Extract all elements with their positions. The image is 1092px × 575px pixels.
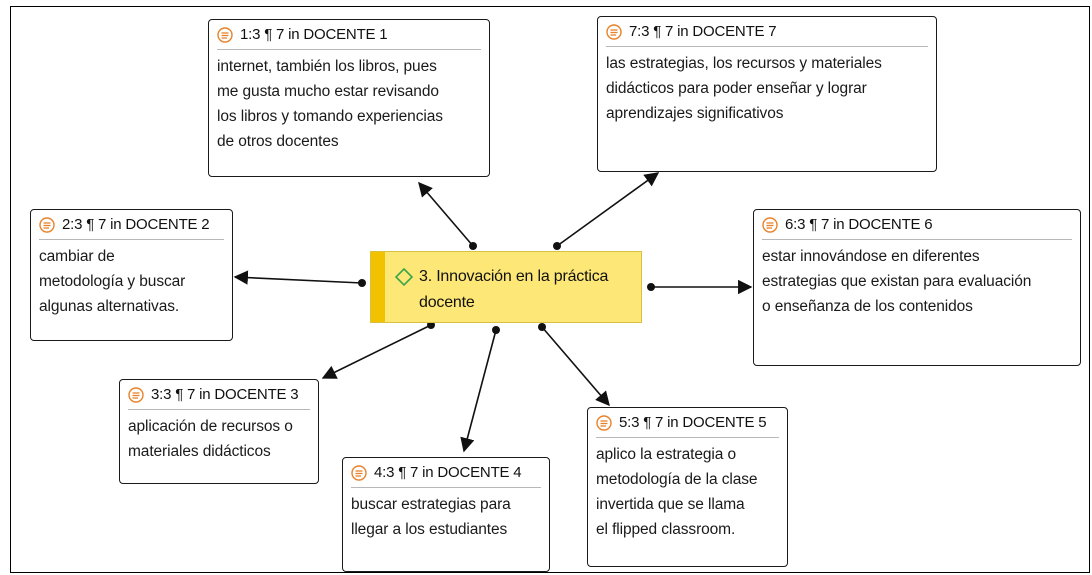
quote-header: 5:3 ¶ 7 in DOCENTE 5 bbox=[596, 414, 779, 438]
diagram-canvas bbox=[10, 6, 1090, 573]
quote-title: 4:3 ¶ 7 in DOCENTE 4 bbox=[374, 464, 522, 481]
quote-text: cambiar de metodología y buscar algunas … bbox=[39, 248, 186, 315]
quote-title: 3:3 ¶ 7 in DOCENTE 3 bbox=[151, 386, 299, 403]
link-q1 bbox=[418, 181, 474, 247]
quotation-icon bbox=[128, 386, 144, 403]
code-node-bar bbox=[371, 252, 385, 322]
quote-title: 1:3 ¶ 7 in DOCENTE 1 bbox=[240, 26, 388, 43]
link-q4 bbox=[460, 329, 497, 453]
quote-header: 4:3 ¶ 7 in DOCENTE 4 bbox=[351, 464, 541, 488]
link-dot bbox=[358, 279, 366, 287]
quotation-icon bbox=[351, 464, 367, 481]
code-node[interactable]: 3. Innovación en la práctica docente bbox=[370, 251, 642, 323]
link-q2 bbox=[233, 270, 363, 285]
quote-node-6[interactable]: 6:3 ¶ 7 in DOCENTE 6 estar innovándose e… bbox=[753, 209, 1081, 366]
code-label: 3. Innovación en la práctica docente bbox=[419, 268, 609, 311]
quote-text: aplico la estrategia o metodología de la… bbox=[596, 446, 758, 538]
quote-text: las estrategias, los recursos y material… bbox=[606, 55, 882, 122]
quote-title: 7:3 ¶ 7 in DOCENTE 7 bbox=[629, 23, 777, 40]
quote-header: 3:3 ¶ 7 in DOCENTE 3 bbox=[128, 386, 310, 410]
quote-node-1[interactable]: 1:3 ¶ 7 in DOCENTE 1 internet, también l… bbox=[208, 19, 490, 177]
link-q7 bbox=[556, 172, 660, 247]
link-dot bbox=[538, 323, 546, 331]
quote-text: internet, también los libros, pues me gu… bbox=[217, 58, 443, 150]
quote-text: aplicación de recursos o materiales didá… bbox=[128, 418, 293, 460]
link-dot bbox=[492, 326, 500, 334]
quote-node-5[interactable]: 5:3 ¶ 7 in DOCENTE 5 aplico la estrategi… bbox=[587, 407, 788, 567]
quote-title: 6:3 ¶ 7 in DOCENTE 6 bbox=[785, 216, 933, 233]
link-dot bbox=[553, 242, 561, 250]
quote-node-7[interactable]: 7:3 ¶ 7 in DOCENTE 7 las estrategias, lo… bbox=[597, 16, 937, 172]
quote-title: 2:3 ¶ 7 in DOCENTE 2 bbox=[62, 216, 210, 233]
quote-node-4[interactable]: 4:3 ¶ 7 in DOCENTE 4 buscar estrategias … bbox=[342, 457, 550, 572]
link-q3 bbox=[321, 324, 432, 379]
quote-header: 1:3 ¶ 7 in DOCENTE 1 bbox=[217, 26, 481, 50]
quotation-icon bbox=[762, 216, 778, 233]
quote-header: 2:3 ¶ 7 in DOCENTE 2 bbox=[39, 216, 224, 240]
quote-title: 5:3 ¶ 7 in DOCENTE 5 bbox=[619, 414, 767, 431]
link-dot bbox=[647, 283, 655, 291]
quotation-icon bbox=[39, 216, 55, 233]
diamond-icon bbox=[395, 268, 413, 286]
quote-header: 7:3 ¶ 7 in DOCENTE 7 bbox=[606, 23, 928, 47]
quote-node-2[interactable]: 2:3 ¶ 7 in DOCENTE 2 cambiar de metodolo… bbox=[30, 209, 233, 341]
link-dot bbox=[427, 321, 435, 329]
link-dot bbox=[469, 242, 477, 250]
quote-node-3[interactable]: 3:3 ¶ 7 in DOCENTE 3 aplicación de recur… bbox=[119, 379, 319, 484]
quote-text: estar innovándose en diferentes estrateg… bbox=[762, 248, 1032, 315]
quotation-icon bbox=[606, 23, 622, 40]
quote-header: 6:3 ¶ 7 in DOCENTE 6 bbox=[762, 216, 1072, 240]
link-q5 bbox=[541, 326, 610, 407]
quotation-icon bbox=[596, 414, 612, 431]
quote-text: buscar estrategias para llegar a los est… bbox=[351, 496, 511, 538]
quotation-icon bbox=[217, 26, 233, 43]
